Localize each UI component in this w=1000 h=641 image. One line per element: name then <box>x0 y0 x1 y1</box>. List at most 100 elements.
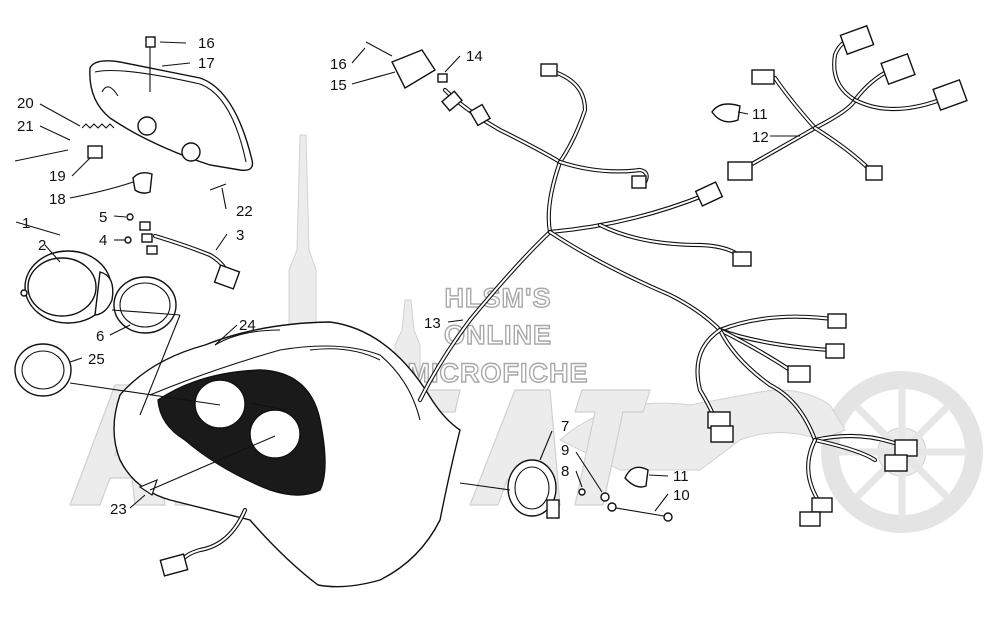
cable-10-end-a <box>607 502 617 512</box>
callout-12: 12 <box>752 129 769 146</box>
washer-8 <box>578 488 586 496</box>
dash-connector <box>159 553 189 577</box>
cable-10 <box>609 506 671 518</box>
conn-top <box>540 63 558 77</box>
cable-10-end-b <box>663 512 673 522</box>
conn-p <box>880 52 916 86</box>
bulb-socket-20 <box>87 145 103 159</box>
watermark-wheel <box>821 371 983 533</box>
gauge-screw <box>20 289 28 297</box>
speedometer-face-2 <box>27 257 97 317</box>
callout-25: 24 <box>239 317 256 334</box>
socket-c <box>146 245 158 255</box>
callout-24: 23 <box>110 501 127 518</box>
gauge-ring-6-inner <box>119 282 171 328</box>
callout-16: 16 <box>330 56 347 73</box>
connector-3 <box>213 264 241 290</box>
spring-21 <box>81 123 115 129</box>
leader-lines <box>15 41 800 512</box>
relay-15 <box>391 49 436 89</box>
headlight-housing <box>89 60 254 171</box>
conn-15 <box>441 90 463 112</box>
gauge-lens-26 <box>14 343 72 397</box>
headlight-detail <box>101 86 119 97</box>
headlight-assembly <box>14 36 254 194</box>
callout-26: 25 <box>88 351 105 368</box>
bulb-5 <box>126 213 134 221</box>
callout-4: 4 <box>99 232 107 249</box>
conn-d <box>827 313 847 329</box>
conn-h <box>710 425 734 443</box>
callout-2: 2 <box>38 237 46 254</box>
conn-n <box>865 165 883 181</box>
gauge-hole-left <box>194 379 246 429</box>
callout-10: 10 <box>673 487 690 504</box>
conn-l <box>799 511 821 527</box>
callout-17: 16 <box>198 35 215 52</box>
rubber-boot-19 <box>132 171 153 194</box>
gauge-lens-26-inner <box>21 350 65 390</box>
wiring-harness-13 <box>365 24 968 527</box>
headlight-bulb-right <box>181 142 201 162</box>
conn-i <box>894 439 918 457</box>
conn-e <box>825 343 845 359</box>
switch-assembly <box>507 459 673 522</box>
gauge-hole-right <box>249 409 301 459</box>
bulb-harness-3 <box>124 213 241 290</box>
callout-15: 15 <box>330 77 347 94</box>
clamp-11 <box>624 466 649 488</box>
conn-k <box>811 497 833 513</box>
callout-14: 14 <box>466 48 483 65</box>
conn-o <box>839 24 875 56</box>
gauge-body-back <box>94 271 114 316</box>
callout-23: 22 <box>236 203 253 220</box>
socket-b <box>141 233 153 243</box>
callout-6: 6 <box>96 328 104 345</box>
callouts: 16 17 20 21 19 18 22 5 4 3 1 2 6 25 24 2… <box>17 35 769 518</box>
headlight-bulb-left <box>137 116 157 136</box>
conn-12 <box>727 161 753 181</box>
screw-22 <box>14 149 69 162</box>
socket-a <box>139 221 151 231</box>
nut-9 <box>600 492 610 502</box>
callout-5: 5 <box>99 209 107 226</box>
callout-11-lower: 11 <box>673 468 689 485</box>
callout-13: 13 <box>424 315 441 332</box>
callout-18: 17 <box>198 55 215 72</box>
conn-f <box>787 365 811 383</box>
callout-21: 20 <box>17 95 34 112</box>
callout-19: 18 <box>49 191 66 208</box>
callout-9: 9 <box>561 442 569 459</box>
conn-15b <box>468 103 492 127</box>
callout-8: 8 <box>561 463 569 480</box>
gauge-cluster <box>14 213 241 397</box>
gauge-ring-6 <box>113 276 177 334</box>
conn-b <box>694 181 724 207</box>
callout-7: 7 <box>561 418 569 435</box>
nut-14 <box>437 73 448 83</box>
bracket-7-inner <box>514 466 550 510</box>
clip-17 <box>145 36 156 48</box>
callout-11-upper: 11 <box>752 106 768 123</box>
dash-vent <box>214 329 281 346</box>
callout-1: 1 <box>22 215 30 232</box>
dash-panel-25 <box>113 321 461 588</box>
conn-j <box>884 454 908 472</box>
callout-20: 19 <box>49 168 66 185</box>
headlight-lens-edge <box>94 69 247 163</box>
clamp-11-upper <box>711 103 741 123</box>
bracket-7-tab <box>546 499 560 519</box>
pin-23 <box>209 183 227 191</box>
bolt-16 <box>365 41 393 57</box>
bulb-4 <box>124 236 132 244</box>
conn-c <box>732 251 752 267</box>
dash-ridge <box>149 345 421 421</box>
dash-vent-2 <box>309 348 381 361</box>
conn-q <box>932 78 968 112</box>
callout-22: 21 <box>17 118 34 135</box>
callout-3: 3 <box>236 227 244 244</box>
conn-m <box>751 69 775 85</box>
conn-a <box>631 175 647 189</box>
